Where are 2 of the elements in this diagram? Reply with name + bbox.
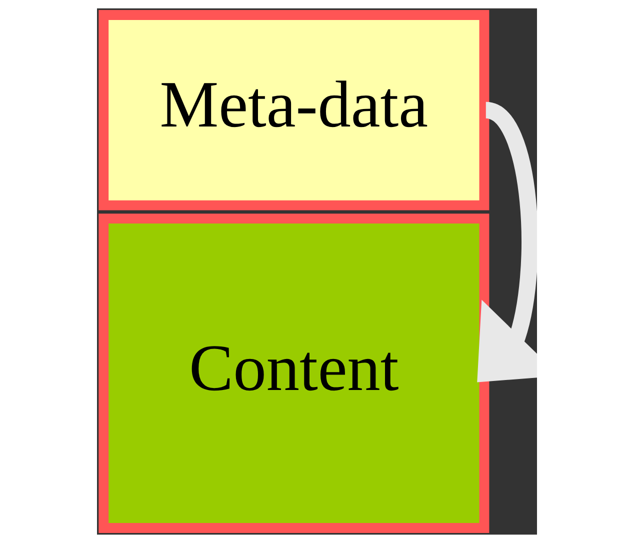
- node-box: Meta-data: [98, 10, 490, 210]
- node-box: Content: [98, 214, 490, 533]
